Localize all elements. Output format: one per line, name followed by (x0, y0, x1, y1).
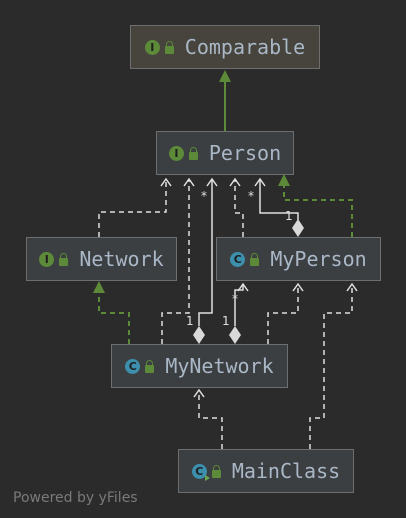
multiplicity-label: * (232, 292, 238, 306)
node-mynetwork[interactable]: C MyNetwork (111, 344, 288, 388)
node-label: Comparable (184, 35, 306, 59)
run-marker-icon (204, 474, 210, 481)
node-mainclass[interactable]: C MainClass (178, 449, 354, 493)
edge-myperson-implements-person (283, 185, 353, 237)
node-label: Person (208, 141, 282, 165)
composition-diamond (229, 326, 241, 344)
node-network[interactable]: I Network (26, 237, 177, 281)
lock-icon (145, 359, 155, 373)
node-label: MyNetwork (165, 354, 274, 378)
interface-icon: I (168, 145, 184, 161)
node-label: Network (79, 247, 164, 271)
multiplicity-label: 1 (285, 209, 293, 223)
node-comparable[interactable]: I Comparable (130, 25, 320, 69)
class-icon: C (230, 251, 246, 267)
lock-icon (211, 464, 221, 478)
composition-diamond (193, 326, 205, 344)
hollow-triangle-arrowhead (219, 70, 231, 82)
open-arrowhead (237, 282, 249, 292)
open-arrowhead (206, 177, 218, 187)
multiplicity-label: * (201, 189, 207, 203)
hollow-triangle-arrowhead (278, 174, 290, 186)
open-arrowhead (229, 177, 241, 187)
node-label: MainClass (231, 459, 341, 483)
open-arrowhead (160, 177, 172, 187)
lock-icon (59, 252, 69, 266)
class-icon: C (125, 358, 141, 374)
composition-diamond (292, 219, 304, 237)
open-arrowhead (183, 177, 195, 187)
edge-mynetwork-implements-network (98, 292, 130, 344)
open-arrowhead (254, 177, 266, 187)
edge-network-depends-person (98, 180, 167, 237)
open-arrowhead (193, 388, 205, 398)
multiplicity-label: * (248, 189, 254, 203)
node-myperson[interactable]: C MyPerson (216, 237, 381, 281)
interface-icon: I (39, 251, 55, 267)
lock-icon (188, 146, 198, 160)
edge-mainclass-depends-myperson (309, 285, 353, 449)
lock-icon (164, 40, 174, 54)
multiplicity-label: 1 (186, 314, 194, 328)
runnable-class-icon: C (191, 463, 210, 481)
edge-mainclass-depends-mynetwork (198, 391, 223, 449)
edge-mynetwork-depends-myperson (267, 285, 299, 344)
edge-myperson-composes-person (259, 180, 299, 220)
interface-icon: I (144, 39, 160, 55)
footer-credit: Powered by yFiles (13, 490, 138, 506)
node-person[interactable]: I Person (156, 131, 294, 175)
hollow-triangle-arrowhead (93, 281, 105, 293)
edge-mynetwork-composes-person (198, 180, 213, 326)
open-arrowhead (346, 282, 358, 292)
open-arrowhead (292, 282, 304, 292)
node-label: MyPerson (270, 247, 367, 271)
multiplicity-label: 1 (222, 314, 230, 328)
lock-icon (250, 252, 260, 266)
edge-myperson-depends-person (234, 180, 244, 237)
badge-letter: C (195, 464, 204, 478)
